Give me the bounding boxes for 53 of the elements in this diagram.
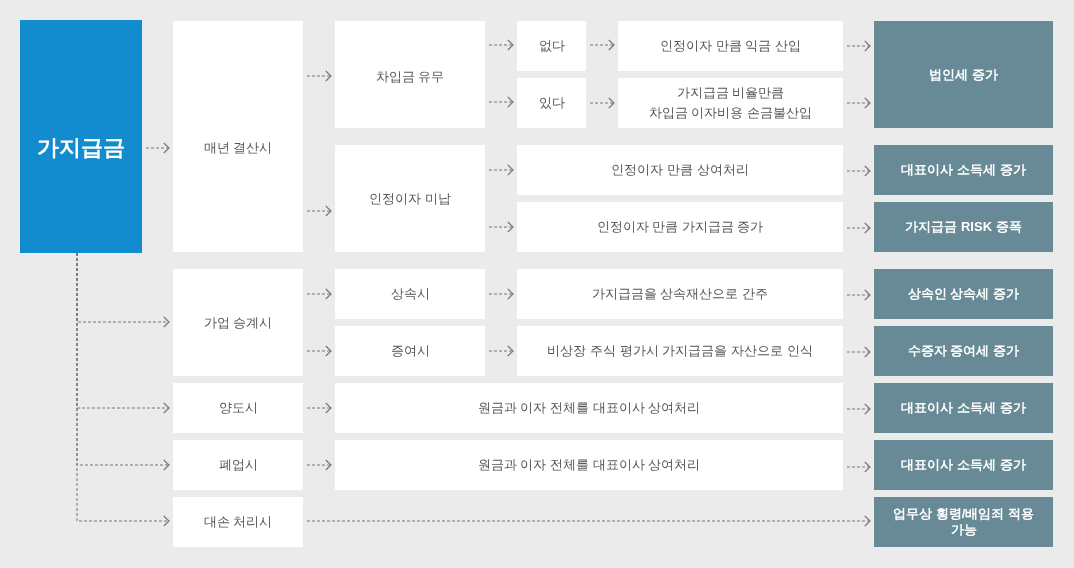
- dashed-arrow: [306, 70, 332, 82]
- dashed-arrow: [306, 205, 332, 217]
- dashed-arrow: [846, 222, 871, 234]
- process-box: 원금과 이자 전체를 대표이사 상여처리: [335, 440, 843, 490]
- dashed-arrow: [306, 345, 332, 357]
- result-box: 대표이사 소득세 증가: [874, 383, 1053, 433]
- dashed-arrow: [306, 515, 871, 527]
- dashed-arrow: [488, 345, 514, 357]
- dashed-arrow: [488, 164, 514, 176]
- dashed-arrow: [846, 40, 871, 52]
- result-box: 법인세 증가: [874, 21, 1053, 128]
- dashed-arrow: [306, 402, 332, 414]
- process-box: 양도시: [173, 383, 303, 433]
- result-box: 대표이사 소득세 증가: [874, 440, 1053, 490]
- process-box: 차입금 유무: [335, 21, 485, 128]
- dashed-arrow: [846, 346, 871, 358]
- dashed-arrow: [589, 39, 615, 51]
- process-box: 가지급금 비율만큼 차입금 이자비용 손금불산입: [618, 78, 843, 128]
- process-box: 인정이자 만큼 가지급금 증가: [517, 202, 843, 252]
- process-box: 인정이자 미납: [335, 145, 485, 252]
- result-box: 가지급금 RISK 증폭: [874, 202, 1053, 252]
- process-box: 상속시: [335, 269, 485, 319]
- process-box: 인정이자 만큼 익금 산입: [618, 21, 843, 71]
- dashed-arrow: [846, 461, 871, 473]
- dashed-arrow: [306, 459, 332, 471]
- dashed-arrow: [488, 221, 514, 233]
- title-box: 가지급금: [20, 20, 142, 253]
- dashed-arrow: [589, 97, 615, 109]
- process-box: 가업 승계시: [173, 269, 303, 376]
- dashed-arrow: [846, 403, 871, 415]
- dashed-arrow: [76, 252, 170, 527]
- result-box: 대표이사 소득세 증가: [874, 145, 1053, 195]
- process-box: 있다: [517, 78, 586, 128]
- process-box: 가지급금을 상속재산으로 간주: [517, 269, 843, 319]
- dashed-arrow: [846, 289, 871, 301]
- result-box: 상속인 상속세 증가: [874, 269, 1053, 319]
- process-box: 폐업시: [173, 440, 303, 490]
- result-box: 업무상 횡령/배임죄 적용 가능: [874, 497, 1053, 547]
- dashed-arrow: [306, 288, 332, 300]
- dashed-arrow: [488, 288, 514, 300]
- process-box: 증여시: [335, 326, 485, 376]
- dashed-arrow: [488, 39, 514, 51]
- dashed-arrow: [846, 165, 871, 177]
- dashed-arrow: [145, 142, 170, 154]
- result-box: 수증자 증여세 증가: [874, 326, 1053, 376]
- process-box: 없다: [517, 21, 586, 71]
- process-box: 원금과 이자 전체를 대표이사 상여처리: [335, 383, 843, 433]
- process-box: 대손 처리시: [173, 497, 303, 547]
- process-box: 인정이자 만큼 상여처리: [517, 145, 843, 195]
- dashed-arrow: [488, 96, 514, 108]
- process-box: 매년 결산시: [173, 21, 303, 252]
- process-box: 비상장 주식 평가시 가지급금을 자산으로 인식: [517, 326, 843, 376]
- dashed-arrow: [846, 97, 871, 109]
